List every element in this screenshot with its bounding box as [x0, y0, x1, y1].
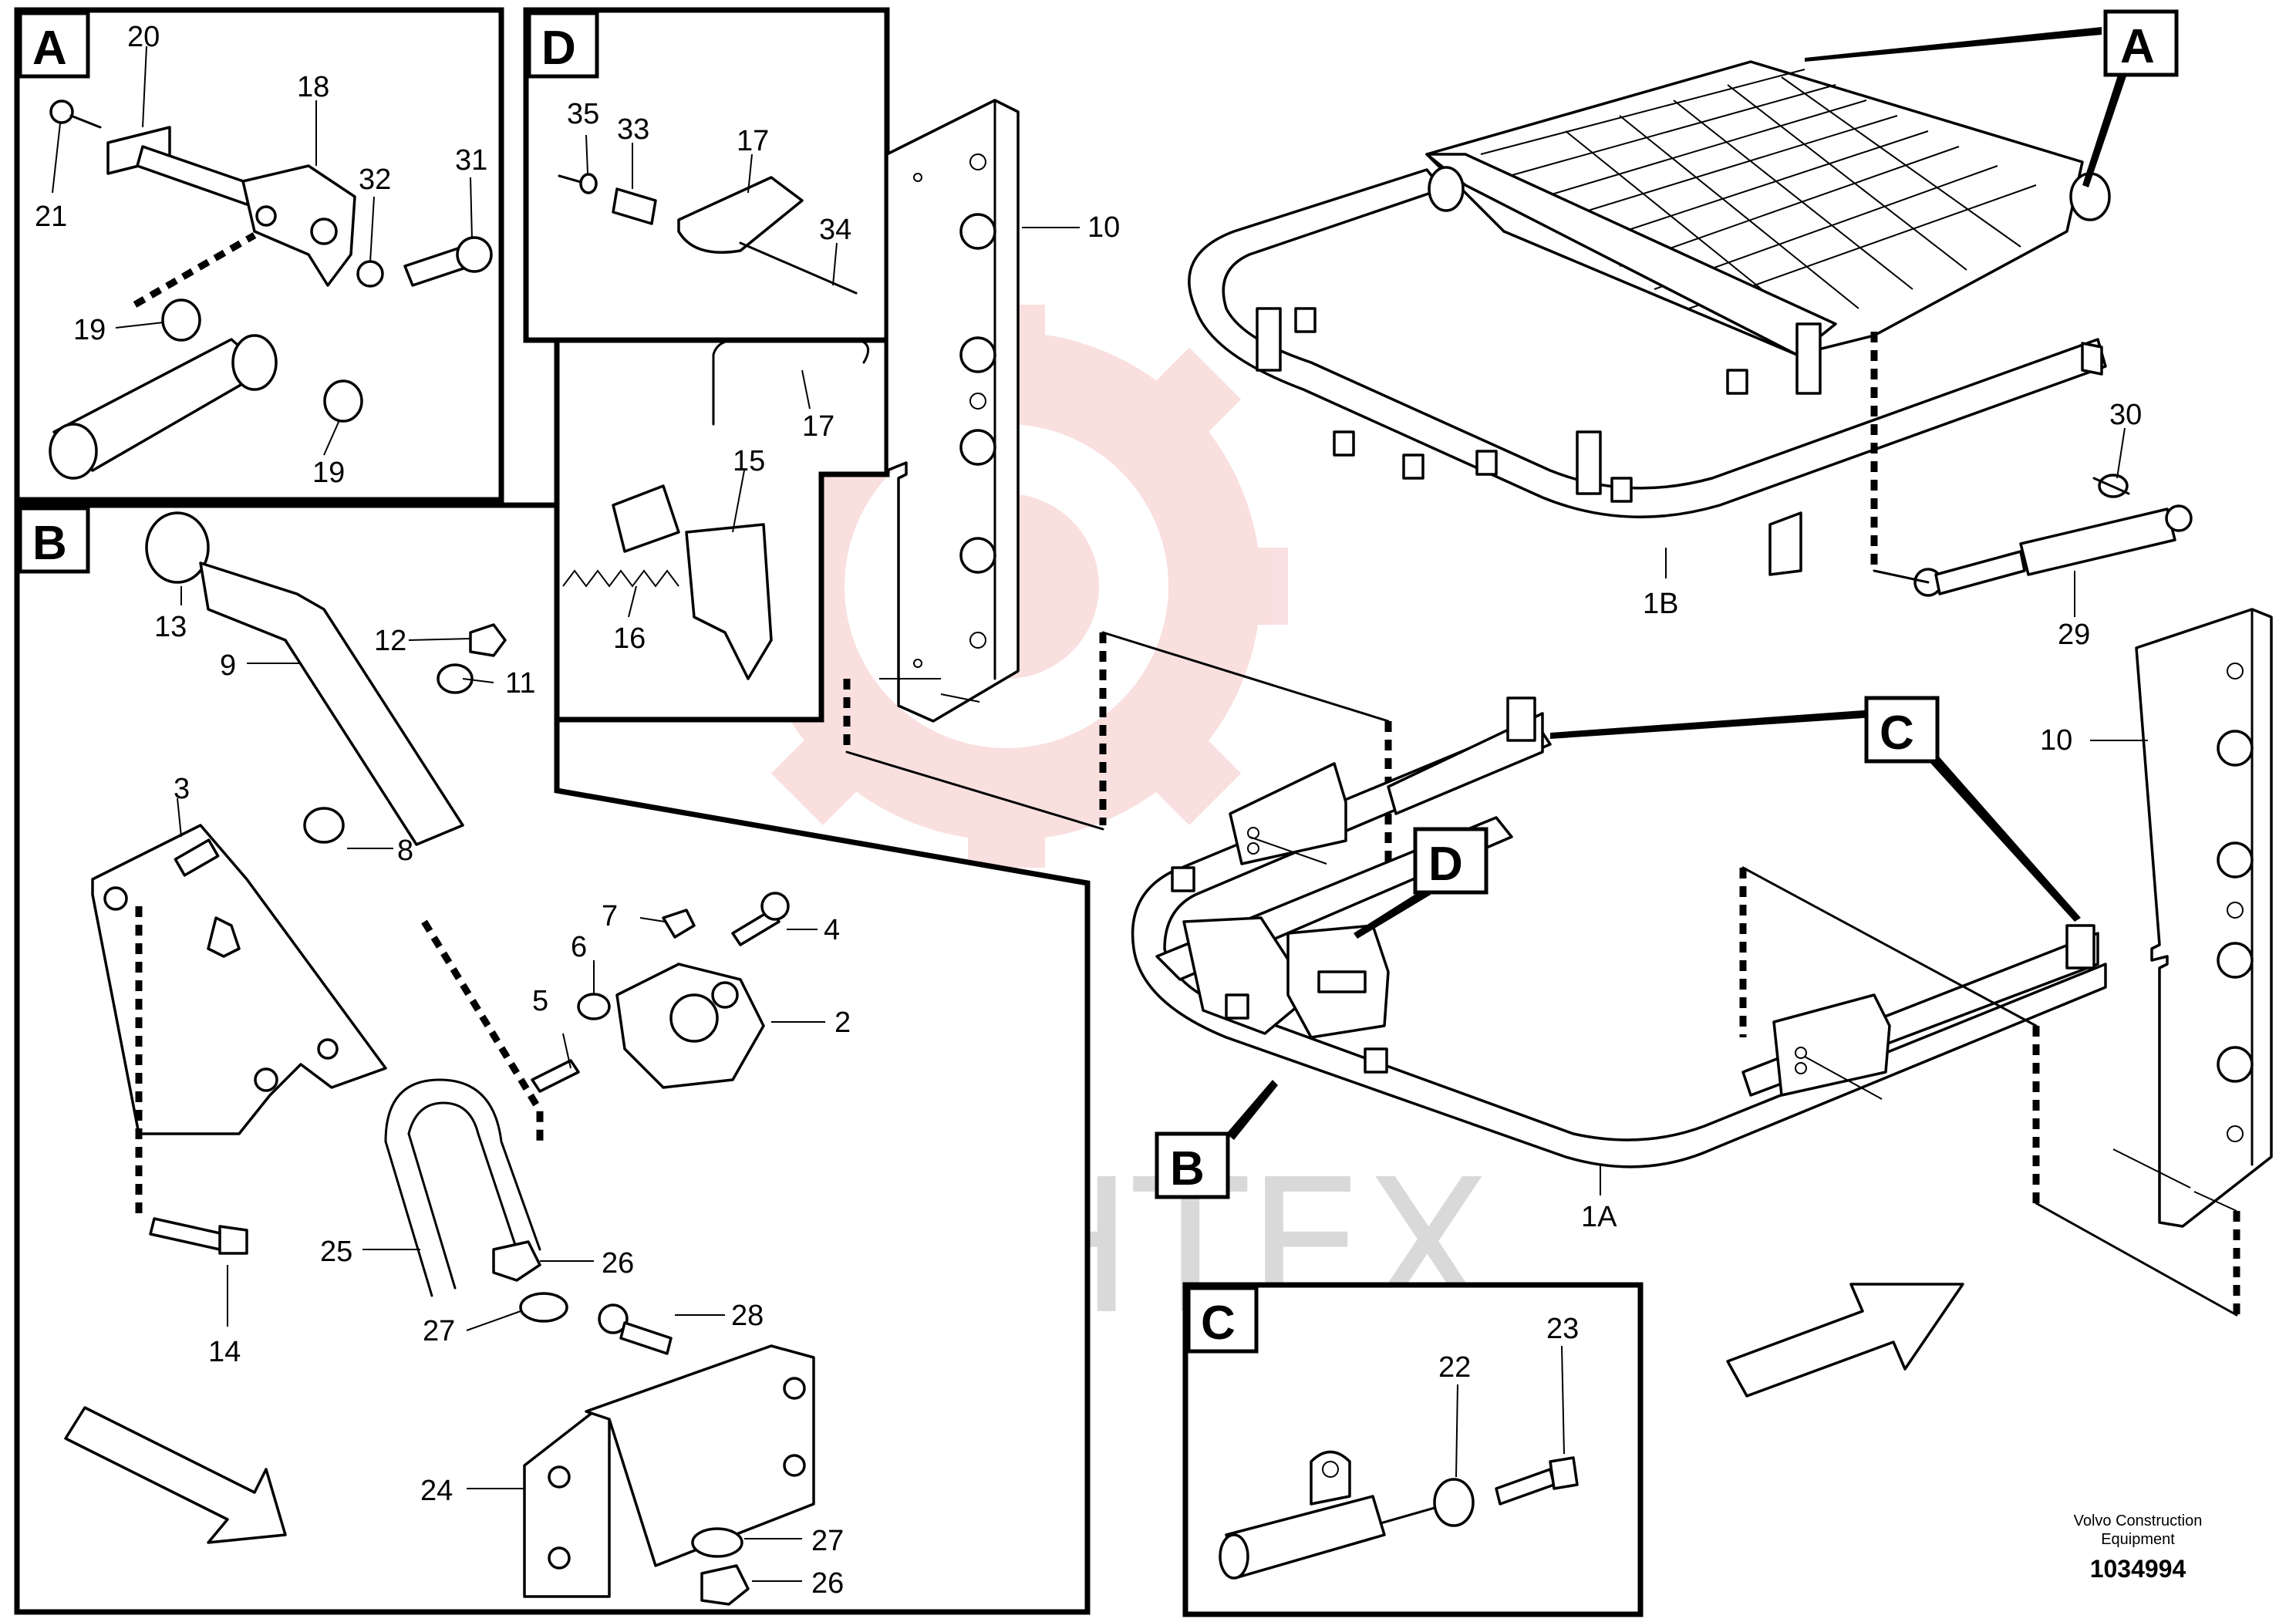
drawing-number: 1034994 — [2090, 1555, 2186, 1583]
label-6: 6 — [571, 931, 587, 963]
label-28: 28 — [731, 1300, 764, 1332]
callout-a-letter: A — [2120, 20, 2155, 73]
label-30: 30 — [2109, 399, 2142, 431]
callout-b-letter: B — [1170, 1142, 1205, 1195]
panel-a: A 20 18 21 32 — [14, 7, 504, 503]
bracket-10-center: 10 — [879, 99, 1120, 723]
label-14: 14 — [208, 1336, 241, 1368]
panel-c: C 22 23 — [1182, 1282, 1644, 1617]
footer-company-line1: Volvo Construction — [2074, 1512, 2203, 1529]
label-11: 11 — [505, 667, 535, 700]
label-5: 5 — [532, 985, 548, 1017]
label-10b: 10 — [2040, 724, 2072, 757]
bracket-10-right: 10 — [2040, 608, 2273, 1228]
footer: Volvo Construction Equipment 1034994 — [2074, 1512, 2203, 1583]
label-16: 16 — [613, 622, 646, 655]
label-32: 32 — [359, 164, 391, 196]
footer-company-line2: Equipment — [2101, 1531, 2175, 1548]
label-15: 15 — [733, 445, 765, 477]
label-7: 7 — [602, 900, 618, 932]
callout-a: A — [1805, 9, 2179, 187]
label-21: 21 — [35, 201, 67, 233]
label-35: 35 — [567, 98, 599, 130]
label-17a: 17 — [737, 125, 769, 157]
label-2: 2 — [834, 1007, 851, 1039]
label-13: 13 — [154, 611, 187, 643]
label-1b: 1B — [1643, 588, 1678, 620]
label-33: 33 — [617, 113, 649, 146]
panel-c-letter: C — [1201, 1297, 1236, 1350]
label-3: 3 — [174, 773, 190, 805]
label-29: 29 — [2058, 619, 2090, 651]
label-10a: 10 — [1087, 211, 1120, 244]
label-12: 12 — [374, 625, 406, 657]
panel-d-letter: D — [541, 22, 576, 75]
panel-d: D 35 33 17 34 17 15 16 — [523, 7, 890, 723]
label-17b: 17 — [802, 410, 834, 443]
callout-d: D — [1354, 827, 1489, 939]
direction-arrow-b — [64, 1406, 287, 1544]
label-19b: 19 — [312, 457, 345, 489]
label-26a: 26 — [602, 1247, 634, 1280]
panel-b-letter: B — [32, 517, 67, 570]
callout-c: C — [1550, 696, 2081, 922]
frame-1a — [1131, 696, 2107, 1168]
label-31: 31 — [455, 144, 487, 177]
label-8: 8 — [397, 835, 413, 867]
label-34: 34 — [819, 214, 851, 246]
label-25: 25 — [320, 1236, 352, 1268]
frame-1b: 1B 29 30 — [1188, 60, 2193, 651]
label-26b: 26 — [811, 1567, 844, 1600]
label-20: 20 — [127, 21, 160, 53]
callout-d-letter: D — [1428, 838, 1463, 891]
label-24: 24 — [420, 1475, 453, 1507]
label-9: 9 — [220, 649, 236, 682]
label-22: 22 — [1438, 1351, 1471, 1384]
label-18: 18 — [297, 71, 329, 103]
panel-a-letter: A — [32, 22, 67, 75]
callout-b: B — [1155, 1080, 1278, 1199]
callout-c-letter: C — [1880, 706, 1914, 760]
label-19a: 19 — [73, 314, 106, 346]
panel-b: B — [14, 502, 1091, 1615]
direction-arrow-main — [1726, 1283, 1964, 1398]
label-1a: 1A — [1581, 1201, 1617, 1233]
label-27a: 27 — [423, 1315, 455, 1347]
label-27b: 27 — [811, 1525, 844, 1557]
label-23: 23 — [1546, 1313, 1579, 1345]
label-4: 4 — [824, 914, 840, 946]
